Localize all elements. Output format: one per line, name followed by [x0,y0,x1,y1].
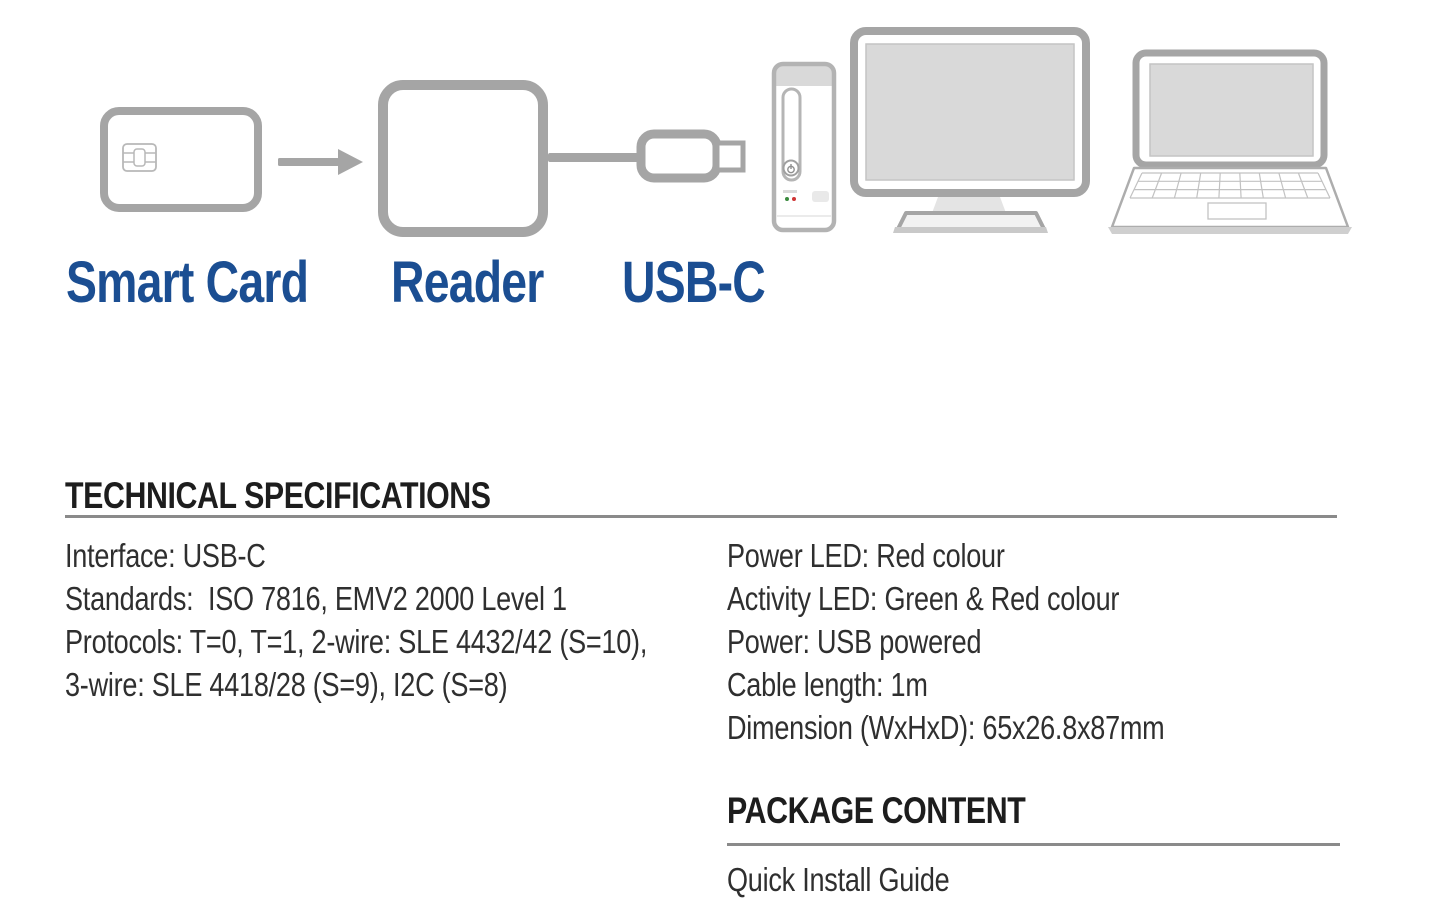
tower-green-led [785,197,789,201]
package-content-list: Quick Install Guide [727,858,950,901]
tower-red-led [792,197,796,201]
package-content-heading: PACKAGE CONTENT [727,790,1026,831]
usb-c-label: USB-C [622,250,766,315]
spec-line-interface: Interface: USB-C [65,537,266,574]
package-content-rule [727,843,1340,846]
spec-line-standards: Standards: ISO 7816, EMV2 2000 Level 1 [65,580,567,617]
technical-specifications-heading: TECHNICAL SPECIFICATIONS [65,475,491,516]
arrow-right-icon [278,149,363,175]
spec-right-column: Power LED: Red colour Activity LED: Gree… [727,534,1165,749]
spec-line-cable-length: Cable length: 1m [727,666,928,703]
power-button-icon [787,164,795,174]
laptop-icon [1108,49,1352,234]
spec-line-protocols-cont: 3-wire: SLE 4418/28 (S=9), I2C (S=8) [65,666,508,703]
trackpad [1207,202,1267,220]
spec-line-power-led: Power LED: Red colour [727,537,1005,574]
smart-card-label: Smart Card [66,250,309,315]
desktop-tower-icon [771,61,837,233]
keyboard-grid [1129,172,1331,199]
connection-diagram [100,27,1352,237]
smart-card-icon [100,107,262,212]
spec-left-column: Interface: USB-C Standards: ISO 7816, EM… [65,534,647,706]
reader-icon [378,80,548,237]
spec-line-dimension: Dimension (WxHxD): 65x26.8x87mm [727,709,1165,746]
technical-specifications-rule [65,515,1337,518]
spec-line-power: Power: USB powered [727,623,982,660]
package-item-quick-install-guide: Quick Install Guide [727,861,950,898]
reader-label: Reader [391,250,544,315]
spec-line-protocols: Protocols: T=0, T=1, 2-wire: SLE 4432/42… [65,623,648,660]
spec-line-activity-led: Activity LED: Green & Red colour [727,580,1120,617]
chip-icon [122,143,157,172]
usb-c-cable-icon [548,129,746,183]
monitor-icon [850,27,1090,233]
